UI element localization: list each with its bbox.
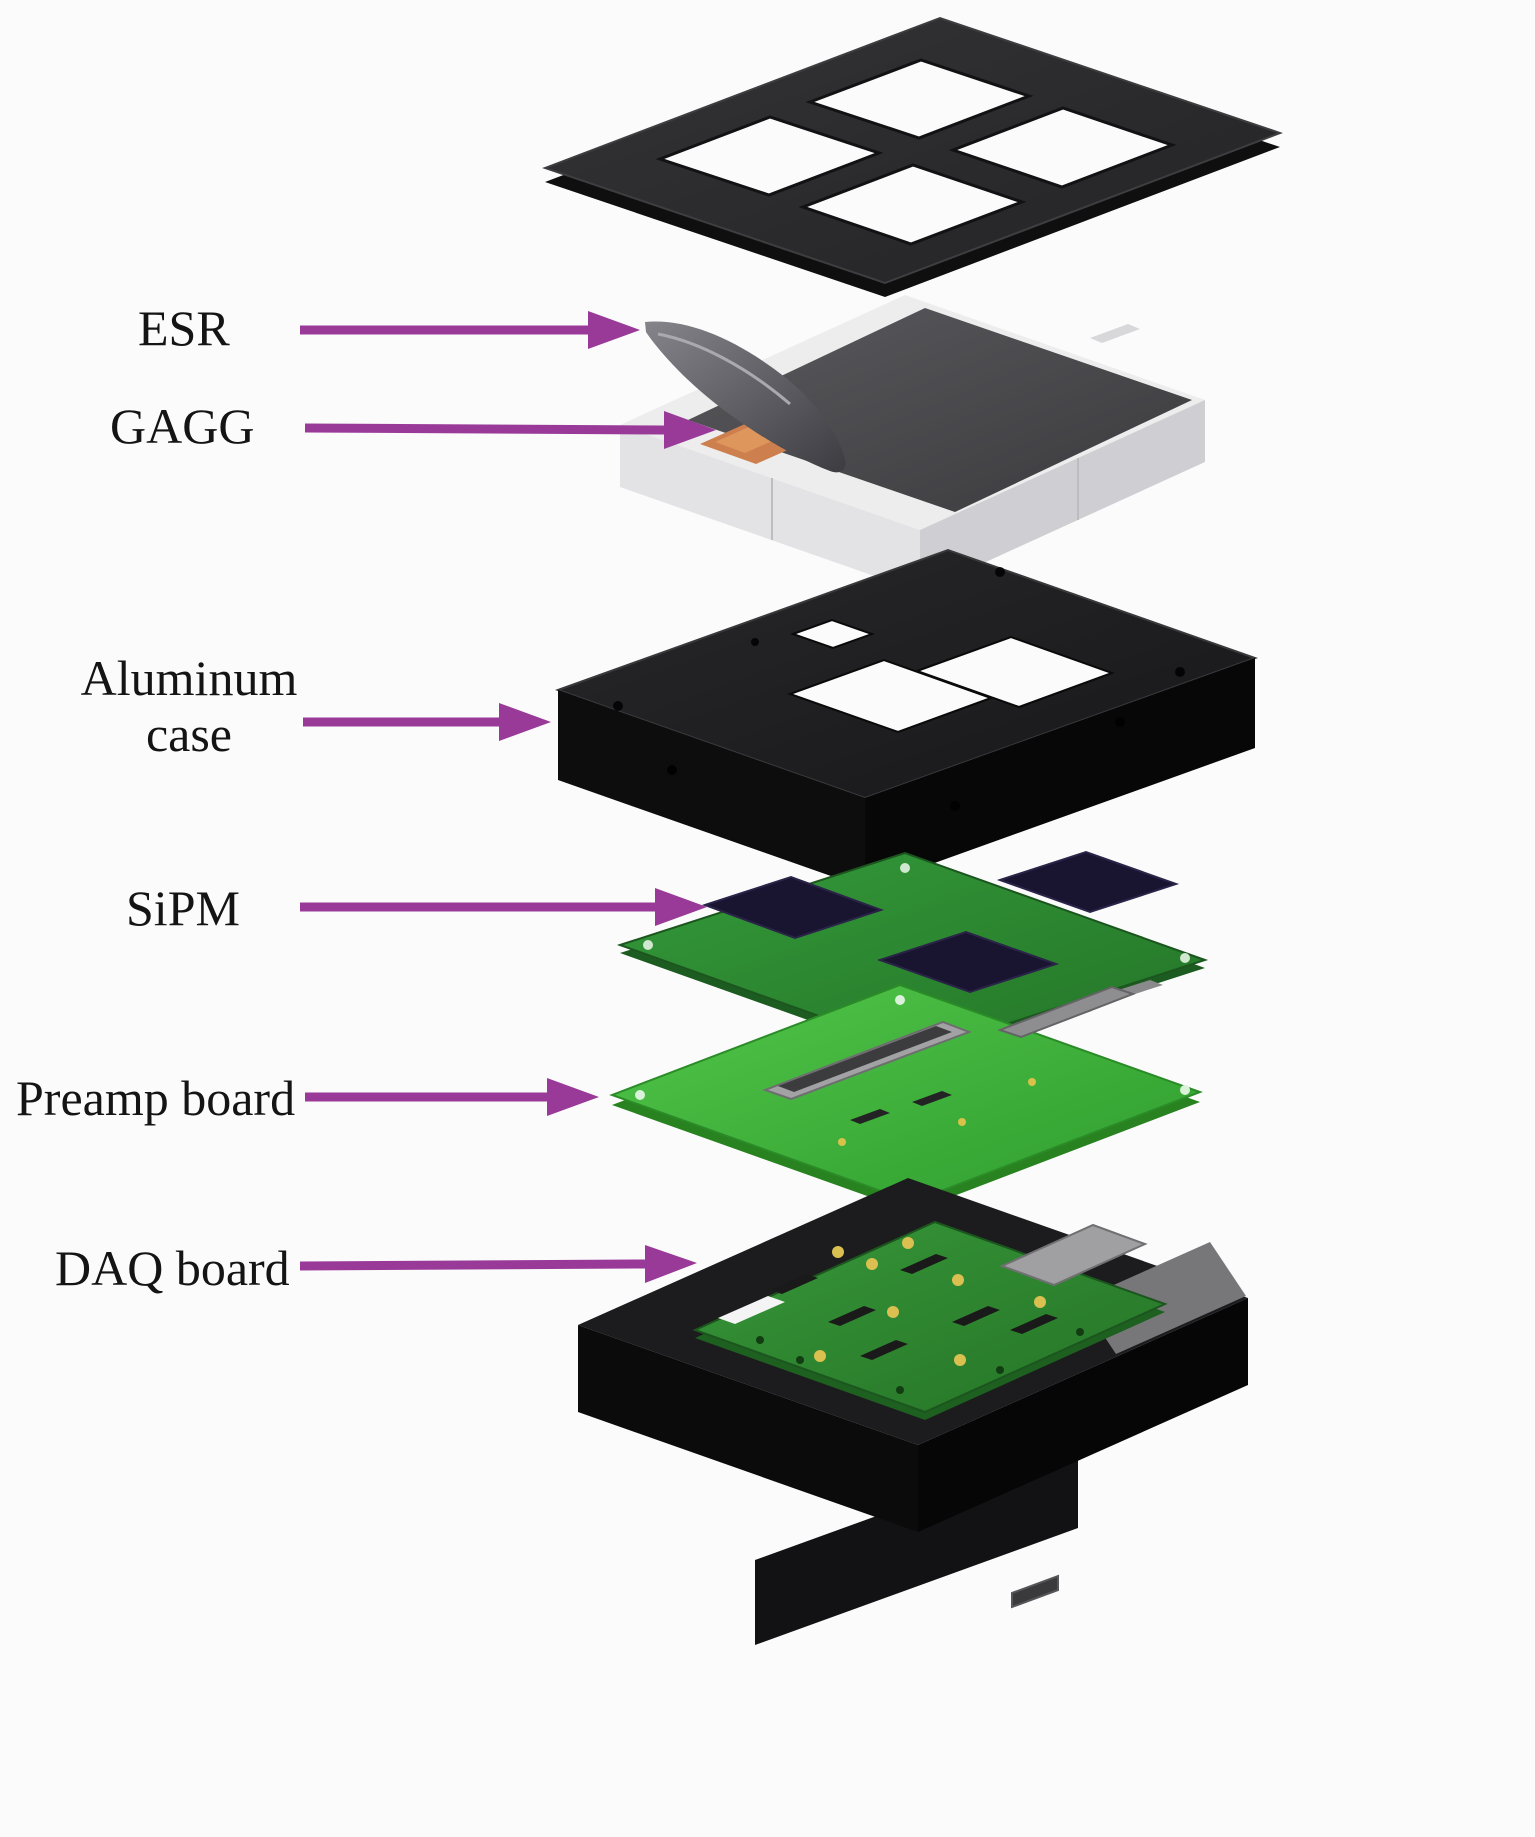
ic-chip bbox=[860, 1340, 908, 1360]
esr-foil bbox=[645, 321, 846, 473]
label-aluminum-case: Aluminum case bbox=[80, 650, 298, 762]
ic-chip bbox=[900, 1254, 948, 1274]
screw-hole bbox=[667, 765, 677, 775]
capacitor bbox=[952, 1274, 964, 1286]
frame-window-hole bbox=[798, 163, 1027, 246]
daq-connector bbox=[999, 1223, 1148, 1287]
component-dot bbox=[796, 1356, 804, 1364]
case-window-hole bbox=[914, 635, 1115, 709]
component-dot bbox=[756, 1336, 764, 1344]
frame-window-hole bbox=[948, 106, 1177, 189]
capacitor bbox=[866, 1258, 878, 1270]
label-daq: DAQ board bbox=[55, 1240, 290, 1296]
arrow-shaft bbox=[304, 423, 665, 435]
sipm-sensor-array bbox=[996, 850, 1180, 914]
arrow-head bbox=[499, 703, 551, 741]
top-frame-face bbox=[542, 16, 1283, 285]
capacitor bbox=[838, 1138, 846, 1146]
aluminum-case-component bbox=[555, 548, 1258, 888]
arrow-daq bbox=[299, 1245, 697, 1283]
chip bbox=[850, 1109, 890, 1124]
screw-hole bbox=[950, 801, 960, 811]
mount-hole bbox=[1180, 953, 1190, 963]
capacitor bbox=[954, 1354, 966, 1366]
arrow-sipm bbox=[300, 888, 707, 926]
preamp-side-connector bbox=[997, 985, 1136, 1039]
capacitor bbox=[887, 1306, 899, 1318]
preamp-small-parts bbox=[838, 1078, 1036, 1146]
chip bbox=[912, 1091, 952, 1106]
capacitor bbox=[958, 1118, 966, 1126]
daq-port bbox=[1011, 1574, 1059, 1609]
component-dot bbox=[1076, 1328, 1084, 1336]
daq-case-wall-left bbox=[578, 1325, 918, 1532]
capacitor bbox=[814, 1350, 826, 1362]
daq-board-component bbox=[578, 1178, 1248, 1645]
gagg-esr-component bbox=[620, 295, 1205, 592]
screw-hole bbox=[751, 638, 759, 646]
preamp-board-face bbox=[609, 983, 1203, 1204]
screw-hole bbox=[1175, 667, 1185, 677]
top-frame-component bbox=[542, 16, 1283, 297]
screw-hole bbox=[613, 701, 623, 711]
arrow-head bbox=[655, 888, 707, 926]
daq-white-part bbox=[718, 1296, 785, 1324]
mount-hole bbox=[895, 995, 905, 1005]
ic-chip bbox=[770, 1274, 818, 1294]
case-screw-holes bbox=[613, 567, 1185, 811]
callout-arrows bbox=[299, 311, 716, 1283]
mount-hole bbox=[643, 940, 653, 950]
daq-ics bbox=[770, 1254, 1058, 1360]
arrow-head bbox=[588, 311, 640, 349]
arrow-preamp bbox=[305, 1078, 599, 1116]
component-dot bbox=[996, 1366, 1004, 1374]
screw-hole bbox=[1115, 717, 1125, 727]
daq-small-parts bbox=[756, 1328, 1084, 1394]
sipm-sensor-array bbox=[876, 930, 1060, 994]
daq-case-wall-right bbox=[918, 1298, 1248, 1532]
mount-hole bbox=[1180, 1085, 1190, 1095]
label-preamp: Preamp board bbox=[16, 1070, 296, 1126]
label-sipm: SiPM bbox=[126, 880, 240, 936]
ic-chip bbox=[1010, 1314, 1058, 1334]
ic-chip bbox=[828, 1306, 876, 1326]
ic-chip bbox=[952, 1306, 1000, 1326]
arrow-head bbox=[645, 1245, 697, 1283]
cover-notch bbox=[1090, 324, 1140, 343]
case-wall-right bbox=[865, 658, 1255, 888]
arrow-head bbox=[547, 1078, 599, 1116]
arrow-shaft bbox=[299, 1259, 646, 1271]
capacitor bbox=[902, 1237, 914, 1249]
arrow-gagg bbox=[304, 411, 716, 449]
preamp-main-connector-slot bbox=[778, 1026, 952, 1092]
case-slot-hole bbox=[790, 618, 875, 650]
frame-window-hole bbox=[655, 115, 884, 197]
capacitor bbox=[832, 1246, 844, 1258]
screw-hole bbox=[995, 567, 1005, 577]
frame-window-hole bbox=[805, 58, 1034, 140]
label-gagg: GAGG bbox=[110, 398, 255, 454]
mount-hole bbox=[635, 1090, 645, 1100]
preamp-board-component bbox=[609, 983, 1203, 1212]
gagg-crystal-side-right bbox=[920, 400, 1205, 592]
mount-hole bbox=[900, 863, 910, 873]
case-wall-left bbox=[558, 690, 865, 888]
daq-capacitors bbox=[814, 1237, 1046, 1366]
arrow-esr bbox=[300, 311, 640, 349]
arrow-head bbox=[664, 411, 716, 449]
esr-foil-highlight bbox=[657, 332, 791, 406]
component-dot bbox=[896, 1386, 904, 1394]
label-esr: ESR bbox=[138, 300, 230, 356]
gagg-crystal-side-left bbox=[620, 425, 920, 592]
capacitor bbox=[1034, 1296, 1046, 1308]
arrow-aluminum-case bbox=[303, 703, 551, 741]
capacitor bbox=[1028, 1078, 1036, 1086]
sipm-sensor-array bbox=[701, 875, 885, 940]
